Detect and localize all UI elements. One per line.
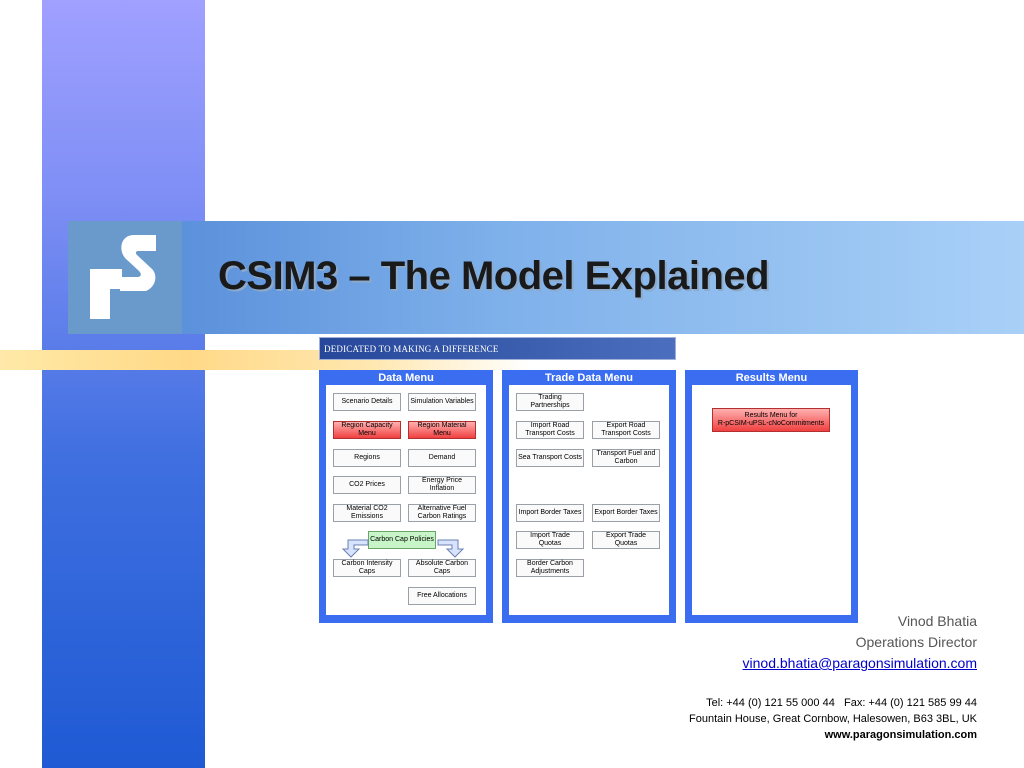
import-road-transport-costs-button[interactable]: Import Road Transport Costs xyxy=(516,421,584,439)
panel-title-data-menu: Data Menu xyxy=(378,372,434,384)
sea-transport-costs-button[interactable]: Sea Transport Costs xyxy=(516,449,584,467)
export-road-transport-costs-button[interactable]: Export Road Transport Costs xyxy=(592,421,660,439)
paragon-ps-logo-icon xyxy=(90,235,156,319)
banner-text: DEDICATED TO MAKING A DIFFERENCE xyxy=(324,344,499,354)
panel-title-trade-data-menu: Trade Data Menu xyxy=(544,372,634,384)
app-banner: DEDICATED TO MAKING A DIFFERENCE xyxy=(319,337,676,360)
contact-role: Operations Director xyxy=(855,634,977,650)
regions-button[interactable]: Regions xyxy=(333,449,401,467)
border-carbon-adjustments-button[interactable]: Border Carbon Adjustments xyxy=(516,559,584,577)
co2-prices-button[interactable]: CO2 Prices xyxy=(333,476,401,494)
alternative-fuel-carbon-ratings-button[interactable]: Alternative Fuel Carbon Ratings xyxy=(408,504,476,522)
import-trade-quotas-button[interactable]: Import Trade Quotas xyxy=(516,531,584,549)
export-trade-quotas-button[interactable]: Export Trade Quotas xyxy=(592,531,660,549)
contact-phone: Tel: +44 (0) 121 55 000 44 Fax: +44 (0) … xyxy=(706,697,977,709)
import-border-taxes-button[interactable]: Import Border Taxes xyxy=(516,504,584,522)
results-menu-button[interactable]: Results Menu for R-pCSIM-uPSL-cNoCommitm… xyxy=(712,408,830,432)
data-menu-body: Scenario Details Simulation Variables Re… xyxy=(326,385,486,615)
trade-data-menu-panel: Trade Data Menu Trading Partnerships Imp… xyxy=(502,370,676,623)
transport-fuel-and-carbon-button[interactable]: Transport Fuel and Carbon xyxy=(592,449,660,467)
energy-price-inflation-button[interactable]: Energy Price Inflation xyxy=(408,476,476,494)
scenario-details-button[interactable]: Scenario Details xyxy=(333,393,401,411)
region-capacity-menu-button[interactable]: Region Capacity Menu xyxy=(333,421,401,439)
contact-name: Vinod Bhatia xyxy=(897,613,977,629)
region-material-menu-button[interactable]: Region Material Menu xyxy=(408,421,476,439)
left-decorative-stripe xyxy=(42,0,205,768)
results-menu-line-2: R-pCSIM-uPSL-cNoCommitments xyxy=(717,420,825,427)
simulation-variables-button[interactable]: Simulation Variables xyxy=(408,393,476,411)
website-link[interactable]: www.paragonsimulation.com xyxy=(824,729,977,741)
absolute-carbon-caps-button[interactable]: Absolute Carbon Caps xyxy=(408,559,476,577)
down-arrow-icon xyxy=(437,539,465,558)
trading-partnerships-button[interactable]: Trading Partnerships xyxy=(516,393,584,411)
trade-menu-body: Trading Partnerships Import Road Transpo… xyxy=(509,385,669,615)
demand-button[interactable]: Demand xyxy=(408,449,476,467)
material-co2-emissions-button[interactable]: Material CO2 Emissions xyxy=(333,504,401,522)
contact-email-link[interactable]: vinod.bhatia@paragonsimulation.com xyxy=(742,655,977,671)
title-band xyxy=(68,221,1024,334)
carbon-intensity-caps-button[interactable]: Carbon Intensity Caps xyxy=(333,559,401,577)
data-menu-panel: Data Menu Scenario Details Simulation Va… xyxy=(319,370,493,623)
free-allocations-button[interactable]: Free Allocations xyxy=(408,587,476,605)
results-menu-body: Results Menu for R-pCSIM-uPSL-cNoCommitm… xyxy=(692,385,851,615)
slide-title: CSIM3 – The Model Explained xyxy=(218,254,770,298)
company-logo xyxy=(68,221,182,334)
contact-address: Fountain House, Great Cornbow, Halesowen… xyxy=(689,713,977,725)
carbon-cap-policies-button[interactable]: Carbon Cap Policies xyxy=(368,531,436,549)
export-border-taxes-button[interactable]: Export Border Taxes xyxy=(592,504,660,522)
results-menu-panel: Results Menu Results Menu for R-pCSIM-uP… xyxy=(685,370,858,623)
panel-title-results-menu: Results Menu xyxy=(735,372,808,384)
results-menu-line-1: Results Menu for xyxy=(744,412,798,419)
down-arrow-icon xyxy=(341,539,369,558)
